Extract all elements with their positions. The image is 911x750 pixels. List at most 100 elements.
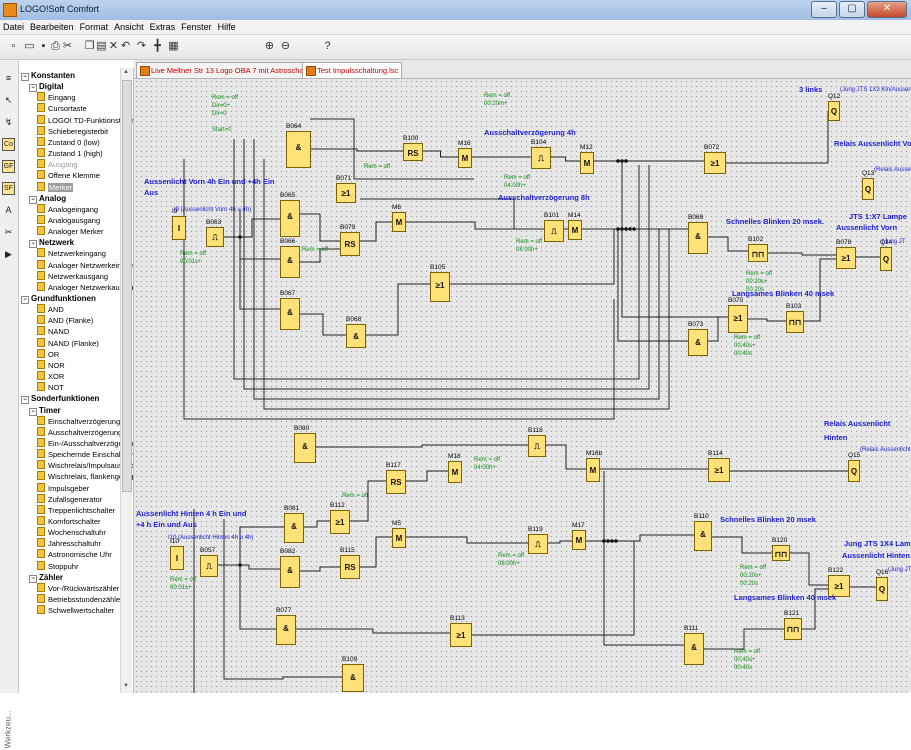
wire[interactable] [360, 221, 392, 242]
sf-icon[interactable]: SF [2, 182, 15, 195]
tree-item-30[interactable]: −Timer [29, 405, 61, 417]
wire-icon[interactable]: ╋ [154, 40, 161, 52]
collapse-icon[interactable]: − [29, 84, 37, 93]
block-i9[interactable]: I [172, 216, 186, 240]
block-b105[interactable]: ≥1 [430, 272, 450, 302]
block-b102[interactable]: ⊓⊓ [748, 244, 768, 262]
tree-item-45[interactable]: −Zähler [29, 572, 63, 584]
comment-c1[interactable]: 3 links [799, 85, 823, 94]
help-icon[interactable]: ? [324, 40, 331, 52]
block-m16b[interactable]: M [586, 458, 600, 482]
simulation-icon[interactable]: ▶ [5, 249, 12, 259]
block-b078[interactable]: ≥1 [836, 247, 856, 269]
wire[interactable] [366, 283, 430, 336]
block-b069[interactable]: & [688, 222, 708, 254]
paste-icon[interactable]: ▤ [96, 40, 107, 52]
print-icon[interactable]: ⎙ [51, 40, 60, 52]
tree-item-33[interactable]: Ein-/Ausschaltverzögerung [37, 437, 133, 450]
block-m14[interactable]: M [568, 220, 582, 240]
collapse-icon[interactable]: − [29, 240, 37, 249]
comment-c6[interactable]: Schnelles Blinken 20 msek. [726, 217, 824, 226]
wire[interactable] [263, 159, 670, 410]
wire[interactable] [233, 139, 640, 380]
zoom-out-icon[interactable]: ⊖ [280, 40, 291, 52]
wire[interactable] [300, 566, 340, 572]
tree-item-2[interactable]: Eingang [37, 92, 76, 104]
comment-c12[interactable]: Jung JTS 1X4 Lampe [844, 539, 911, 548]
zoom-in-icon[interactable]: ⊕ [264, 40, 275, 52]
wire[interactable] [450, 229, 615, 285]
tree-scrollbar[interactable]: ▲ ▼ [120, 68, 132, 693]
block-b119[interactable]: ⎍ [528, 534, 548, 554]
comment-c8[interactable]: Langsames Blinken 40 msek [732, 289, 835, 298]
tree-item-6[interactable]: Zustand 0 (low) [37, 136, 100, 149]
wire[interactable] [304, 520, 330, 528]
tree-item-26[interactable]: NOR [37, 359, 65, 372]
collapse-icon[interactable]: − [29, 195, 37, 204]
block-b079[interactable]: RS [340, 232, 360, 256]
tree-item-12[interactable]: Analogeingang [37, 203, 98, 216]
block-b117[interactable]: RS [386, 470, 406, 494]
block-b067[interactable]: & [280, 298, 300, 330]
wire[interactable] [546, 444, 586, 470]
block-i10[interactable]: I [170, 546, 184, 570]
tree-item-9[interactable]: Offene Klemme [37, 170, 100, 182]
menu-item-4[interactable]: Extras [149, 22, 176, 32]
wire[interactable] [423, 150, 458, 158]
block-b113[interactable]: ≥1 [450, 623, 472, 647]
wire[interactable] [218, 526, 284, 566]
tree-item-1[interactable]: −Digital [29, 81, 63, 93]
tree-item-44[interactable]: Stoppuhr [37, 560, 78, 573]
select-icon[interactable]: ↖ [4, 95, 13, 105]
block-b122[interactable]: ≥1 [828, 575, 850, 597]
tree-item-47[interactable]: Betriebsstundenzähler [37, 594, 123, 606]
block-b121[interactable]: ⊓⊓ [784, 618, 802, 640]
tree-item-11[interactable]: −Analog [29, 193, 66, 205]
wire[interactable] [708, 236, 748, 252]
tree-item-8[interactable]: Ausgang [37, 159, 78, 171]
copy-icon[interactable]: ❐ [84, 40, 95, 52]
wire[interactable] [621, 161, 728, 318]
block-b081[interactable]: & [284, 513, 304, 543]
wire[interactable] [790, 552, 828, 586]
wire[interactable] [253, 139, 660, 400]
open-icon[interactable]: ▭ [24, 40, 35, 52]
wire[interactable] [472, 541, 635, 636]
wire[interactable] [300, 313, 346, 336]
block-q14[interactable]: Q [880, 247, 892, 271]
block-b073[interactable]: & [688, 329, 708, 356]
wire[interactable] [223, 519, 342, 680]
block-b066[interactable]: & [280, 246, 300, 278]
tree-item-13[interactable]: Analogausgang [37, 214, 100, 227]
tree-item-46[interactable]: Vor-/Rückwärtszähler [37, 582, 119, 595]
tree-item-24[interactable]: NAND (Flanke) [37, 337, 99, 350]
block-b118[interactable]: ⎍ [528, 435, 546, 457]
wire[interactable] [239, 565, 276, 630]
block-b064[interactable]: & [286, 131, 311, 168]
block-b082[interactable]: & [280, 556, 300, 588]
tree-item-37[interactable]: Impulsgeber [37, 482, 89, 495]
block-b057[interactable]: ⎍ [200, 555, 218, 577]
menu-item-6[interactable]: Hilfe [217, 22, 236, 32]
menu-item-0[interactable]: Datei [3, 22, 25, 32]
block-m12[interactable]: M [580, 152, 594, 174]
collapse-icon[interactable]: − [21, 73, 29, 81]
block-b072[interactable]: ≥1 [704, 152, 726, 174]
tree-item-48[interactable]: Schwellwertschalter [37, 605, 114, 617]
menu-item-1[interactable]: Bearbeiten [30, 22, 74, 32]
block-q16[interactable]: Q [876, 577, 888, 601]
comment-c11[interactable]: Schnelles Blinken 20 msek [720, 515, 816, 524]
tree-item-41[interactable]: Wochenschaltuhr [37, 527, 106, 539]
block-b112[interactable]: ≥1 [330, 510, 350, 534]
wire[interactable] [360, 198, 515, 229]
tree-item-20[interactable]: −Grundfunktionen [21, 293, 96, 305]
tree-scroll-thumb[interactable] [122, 80, 132, 492]
block-q12[interactable]: Q [828, 101, 840, 121]
minimize-button[interactable]: – [811, 1, 837, 18]
wire[interactable] [748, 318, 786, 322]
cut-connection-icon[interactable]: ✂ [4, 227, 13, 237]
wire[interactable] [726, 111, 829, 164]
delete-icon[interactable]: ✕ [108, 40, 119, 52]
block-b110[interactable]: & [694, 521, 712, 551]
wire[interactable] [586, 534, 694, 542]
